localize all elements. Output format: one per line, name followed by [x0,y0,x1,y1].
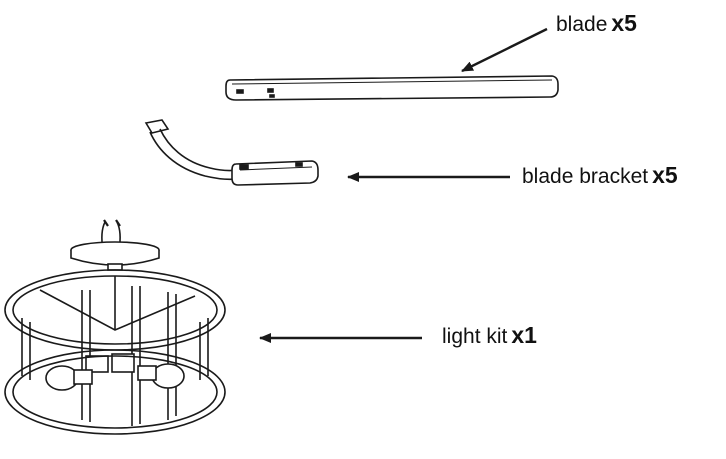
blade-name: blade [556,13,608,36]
light-kit-illustration [4,219,226,435]
blade-illustration [225,75,559,101]
blade-arrow [461,27,548,73]
light-kit-name: light kit [442,325,508,348]
light-kit-qty: x1 [511,322,537,348]
blade-bracket-name: blade bracket [522,165,649,188]
blade-bracket-qty: x5 [652,162,678,188]
blade-bracket-illustration [144,119,319,186]
blade-qty: x5 [611,10,637,36]
